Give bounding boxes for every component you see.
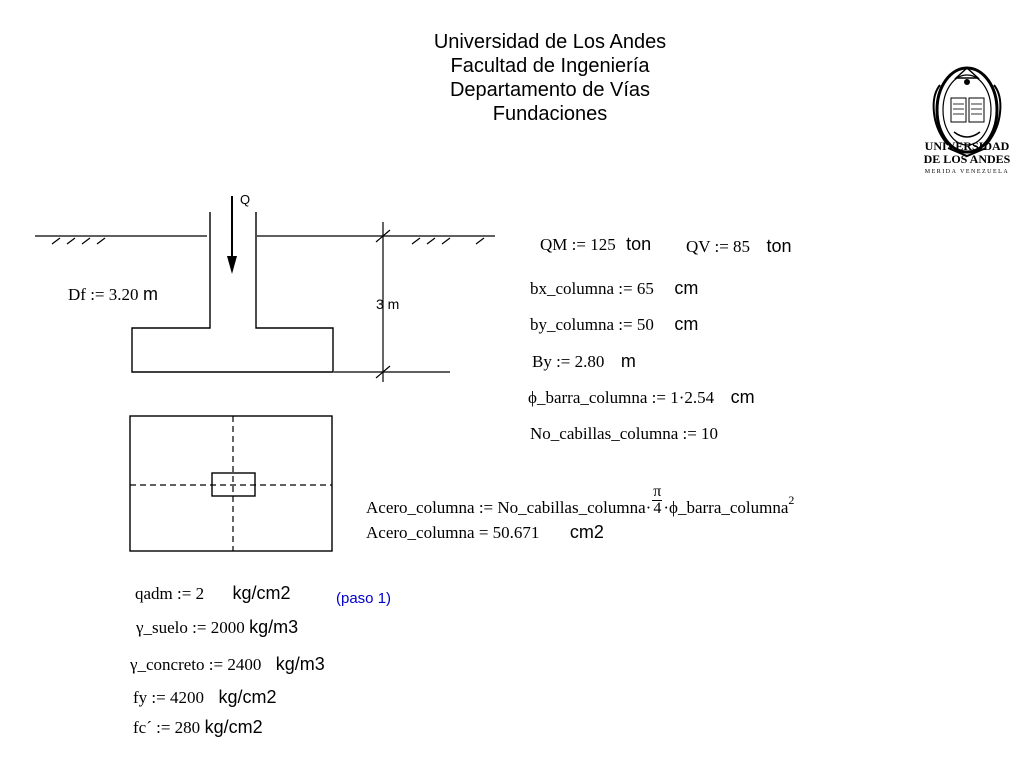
frac-denominator: 4 [653,500,662,517]
acero-res-unit: cm2 [569,522,604,542]
footing-diagram: Q 3 m [35,192,495,552]
gc-unit: kg/m3 [275,654,325,674]
fc-unit: kg/cm2 [204,717,263,737]
dimension-tick-top [375,229,391,243]
logo-location: MERIDA VENEZUELA [924,169,1010,175]
df-equation: Df := 3.20 m [68,284,158,305]
acero-def-exponent: 2 [788,493,795,507]
load-arrowhead [227,256,237,274]
logo-name-line1: UNIVERSIDAD [924,139,1010,153]
load-label: Q [240,192,250,207]
by-col-equation: by_columna := 50 cm [530,314,698,335]
By-unit: m [620,351,636,371]
fy-expr: fy := 4200 [133,688,204,707]
header-course: Fundaciones [492,103,608,125]
header-department: Departamento de Vías [449,79,651,101]
step-note: (paso 1) [336,590,392,607]
acero-res-expr: Acero_columna = 50.671 [366,523,540,542]
qm-equation: QM := 125 ton [540,234,651,255]
df-unit: m [142,284,158,304]
plan-footing [129,415,333,552]
qm-unit: ton [626,234,652,254]
footing-section [131,212,334,373]
gc-expr: γ_concreto := 2400 [130,655,262,674]
header-university: Universidad de Los Andes [433,31,667,53]
logo-name-line2: DE LOS ANDES [923,152,1011,166]
dimension-tick-bottom [375,365,391,379]
ncab-equation: No_cabillas_columna := 10 [530,424,718,444]
ncab-expr: No_cabillas_columna := 10 [530,424,719,443]
bx-expr: bx_columna := 65 [530,279,654,298]
By-expr: By := 2.80 [532,352,605,371]
acero-def-right: ·ϕ_barra_columna [663,498,789,517]
acero-def-left: Acero_columna := No_cabillas_columna· [366,498,652,517]
fy-unit: kg/cm2 [218,687,277,707]
df-expr: Df := 3.20 [68,285,139,304]
qv-expr: QV := 85 [686,237,751,256]
qm-expr: QM := 125 [540,235,616,254]
by-col-unit: cm [674,314,699,334]
qv-unit: ton [766,236,792,256]
fc-equation: fc´ := 280 kg/cm2 [133,717,263,738]
page-header: Universidad de Los Andes Facultad de Ing… [340,30,760,126]
phi-equation: ϕ_barra_columna := 1·2.54 cm [528,387,755,408]
qadm-equation: qadm := 2 kg/cm2 [135,583,291,604]
fy-equation: fy := 4200 kg/cm2 [133,687,276,708]
header-faculty: Facultad de Ingeniería [450,55,650,77]
qadm-unit: kg/cm2 [232,583,291,603]
plan-column [211,472,256,497]
gamma-concreto-equation: γ_concreto := 2400 kg/m3 [130,654,325,675]
gs-expr: γ_suelo := 2000 [136,618,245,637]
bx-equation: bx_columna := 65 cm [530,278,698,299]
gamma-suelo-equation: γ_suelo := 2000 kg/m3 [136,617,298,638]
fc-expr: fc´ := 280 [133,718,201,737]
bx-unit: cm [674,278,699,298]
university-seal-icon [932,66,1002,158]
gs-unit: kg/m3 [249,617,299,637]
frac-numerator: π [652,483,663,501]
qv-equation: QV := 85 ton [686,236,792,257]
phi-expr: ϕ_barra_columna := 1·2.54 [528,388,715,407]
phi-unit: cm [730,387,755,407]
by-col-expr: by_columna := 50 [530,315,654,334]
By-equation: By := 2.80 m [532,351,636,372]
acero-result: Acero_columna = 50.671 cm2 [366,522,604,543]
logo-name: UNIVERSIDAD DE LOS ANDES [918,140,1016,166]
height-label: 3 m [376,296,399,312]
qadm-expr: qadm := 2 [135,584,205,603]
ground-hatch [51,237,485,245]
